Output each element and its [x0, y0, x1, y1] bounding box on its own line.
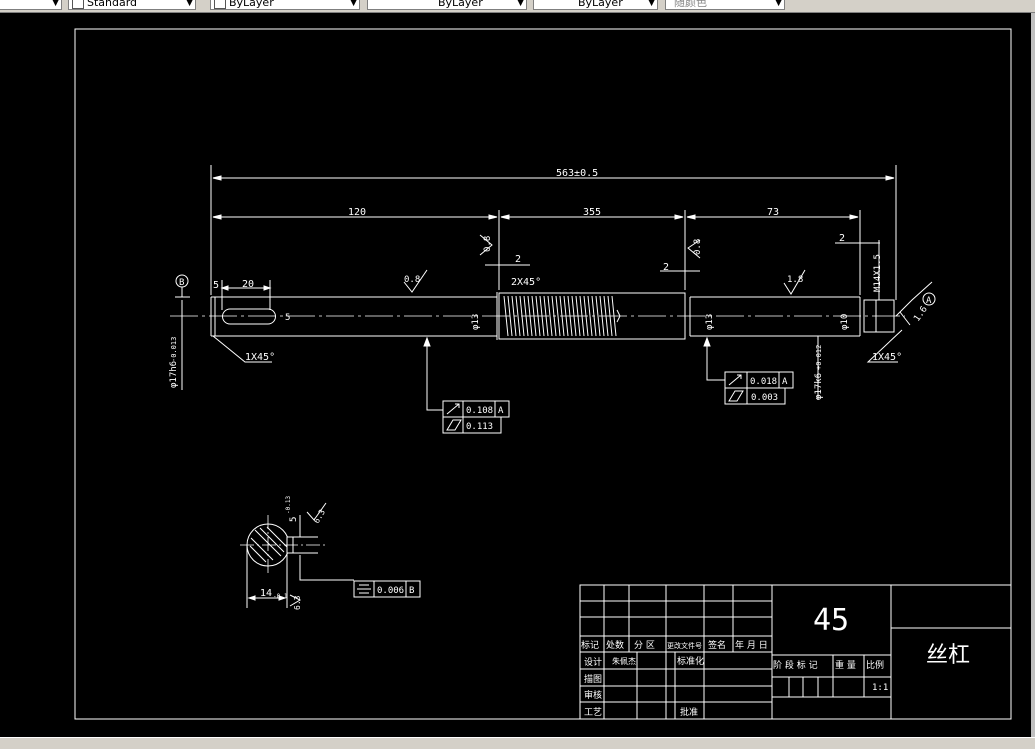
designer-name: 朱佩杰: [612, 656, 636, 666]
layer-value: ByLayer: [229, 0, 274, 9]
datum-a-label: A: [926, 296, 932, 306]
lbl-process: 工艺: [584, 707, 602, 718]
lineweight-dropdown[interactable]: ByLayer ▼: [533, 0, 658, 10]
tol2-datum: A: [782, 377, 788, 387]
dimensions-top: [210, 165, 897, 310]
section-dim-5: 5: [289, 517, 299, 522]
tol1-runout: 0.108: [466, 406, 493, 416]
chevron-down-icon: ▼: [517, 0, 524, 8]
chevron-down-icon: ▼: [648, 0, 655, 8]
chamfer-right: 1X45°: [872, 352, 902, 363]
roughness-0.8-c: 0.8: [693, 239, 703, 255]
dia-end: φ10: [840, 314, 850, 330]
title-block-frame: [579, 584, 1012, 720]
drawing-canvas[interactable]: 563±0.5 120 355 73 20 5 5 2 2 2 2X45° 1X…: [0, 13, 1031, 737]
sym-datum: B: [409, 586, 414, 596]
color-swatch-icon: [214, 0, 226, 9]
text-style-icon: [72, 0, 84, 9]
roughness-6.3-b: 6.3: [293, 595, 302, 610]
tolerance-frame-1: [423, 336, 510, 434]
tolerance-frame-2: [703, 336, 794, 405]
hdr-count: 处数: [606, 639, 624, 651]
text-style-dropdown[interactable]: Standard ▼: [68, 0, 196, 10]
plotstyle-value: 随颜色: [674, 0, 707, 9]
hdr-date: 年 月 日: [735, 639, 768, 651]
roughness-0.8-a: 0.8: [404, 275, 420, 285]
hdr-mark: 标记: [581, 639, 599, 651]
lbl-scale: 比例: [866, 659, 884, 671]
dim-overall: 563±0.5: [556, 168, 598, 179]
lbl-stage: 阶 段 标 记: [773, 659, 818, 671]
dim-120: 120: [348, 207, 366, 218]
lbl-draw: 描图: [584, 673, 602, 685]
hdr-change-doc: 更改文件号: [667, 641, 702, 650]
roughness-6.3-a: 6.3: [312, 508, 327, 525]
thread-spec: M14X1.5: [873, 254, 883, 292]
part-name: 丝杠: [926, 643, 970, 668]
lbl-weight: 重 量: [835, 659, 856, 671]
tol1-cyl: 0.113: [466, 422, 493, 432]
dim-2-a: 2: [515, 254, 521, 265]
chamfer-mid: 2X45°: [511, 277, 541, 288]
dia-mid: φ13: [471, 314, 481, 330]
horizontal-scrollbar[interactable]: [0, 737, 1035, 749]
lbl-design: 设计: [584, 656, 602, 668]
style-partial-dropdown[interactable]: ▼: [0, 0, 62, 10]
shaft-view: [170, 292, 905, 340]
properties-toolbar: ▼ Standard ▼ ByLayer ▼ ByLayer ▼ ByLayer…: [0, 0, 1035, 13]
hdr-zone: 分 区: [634, 640, 655, 651]
dia-right-tol: +0.012: [815, 345, 823, 370]
dia-left-tol: -0.013: [170, 337, 178, 362]
lbl-review: 审核: [584, 689, 602, 701]
dia-mid-2: φ13: [705, 314, 715, 330]
layer-dropdown[interactable]: ByLayer ▼: [210, 0, 360, 10]
chamfer-left: 1X45°: [245, 352, 275, 363]
section-dim-14-tol: -0.1: [273, 593, 288, 600]
text-style-value: Standard: [87, 0, 138, 9]
scale-value: 1:1: [872, 683, 888, 693]
sym-value: 0.006: [377, 586, 404, 596]
dia-right: φ17k6: [814, 373, 824, 400]
dim-5-key: 5: [285, 313, 290, 323]
roughness-1.6: 1.6: [912, 305, 930, 324]
datum-b-label: B: [179, 278, 184, 288]
linetype-dropdown[interactable]: ByLayer ▼: [367, 0, 527, 10]
section-dim-14: 14: [260, 588, 272, 599]
drawing-svg: 563±0.5 120 355 73 20 5 5 2 2 2 2X45° 1X…: [74, 28, 1012, 720]
dim-2-b: 2: [663, 262, 669, 273]
section-view: [240, 502, 421, 608]
chevron-down-icon: ▼: [350, 0, 357, 8]
lineweight-value: ByLayer: [578, 0, 623, 9]
dim-20: 20: [242, 279, 254, 290]
material-value: 45: [813, 603, 849, 638]
tol2-cyl: 0.003: [751, 393, 778, 403]
plotstyle-dropdown[interactable]: 随颜色 ▼: [665, 0, 785, 10]
dim-2-c: 2: [839, 233, 845, 244]
dim-355: 355: [583, 207, 601, 218]
section-dim-5-tol: -0.13: [285, 496, 292, 514]
tol1-datum: A: [498, 406, 504, 416]
lbl-standardize: 标准化: [677, 655, 704, 667]
linetype-value: ByLayer: [438, 0, 483, 9]
dia-left: φ17h6: [169, 361, 179, 388]
hdr-sign: 签名: [708, 639, 726, 651]
dim-5-left: 5: [213, 280, 219, 291]
chevron-down-icon: ▼: [52, 0, 59, 8]
chevron-down-icon: ▼: [186, 0, 193, 8]
lbl-approve: 批准: [680, 706, 698, 718]
roughness-0.8-b: 0.8: [483, 236, 493, 252]
dim-73: 73: [767, 207, 779, 218]
chevron-down-icon: ▼: [775, 0, 782, 8]
tol2-runout: 0.018: [750, 377, 777, 387]
sheet-border: [74, 28, 1012, 720]
roughness-1.8: 1.8: [787, 275, 803, 285]
vertical-scrollbar[interactable]: [1031, 13, 1035, 748]
